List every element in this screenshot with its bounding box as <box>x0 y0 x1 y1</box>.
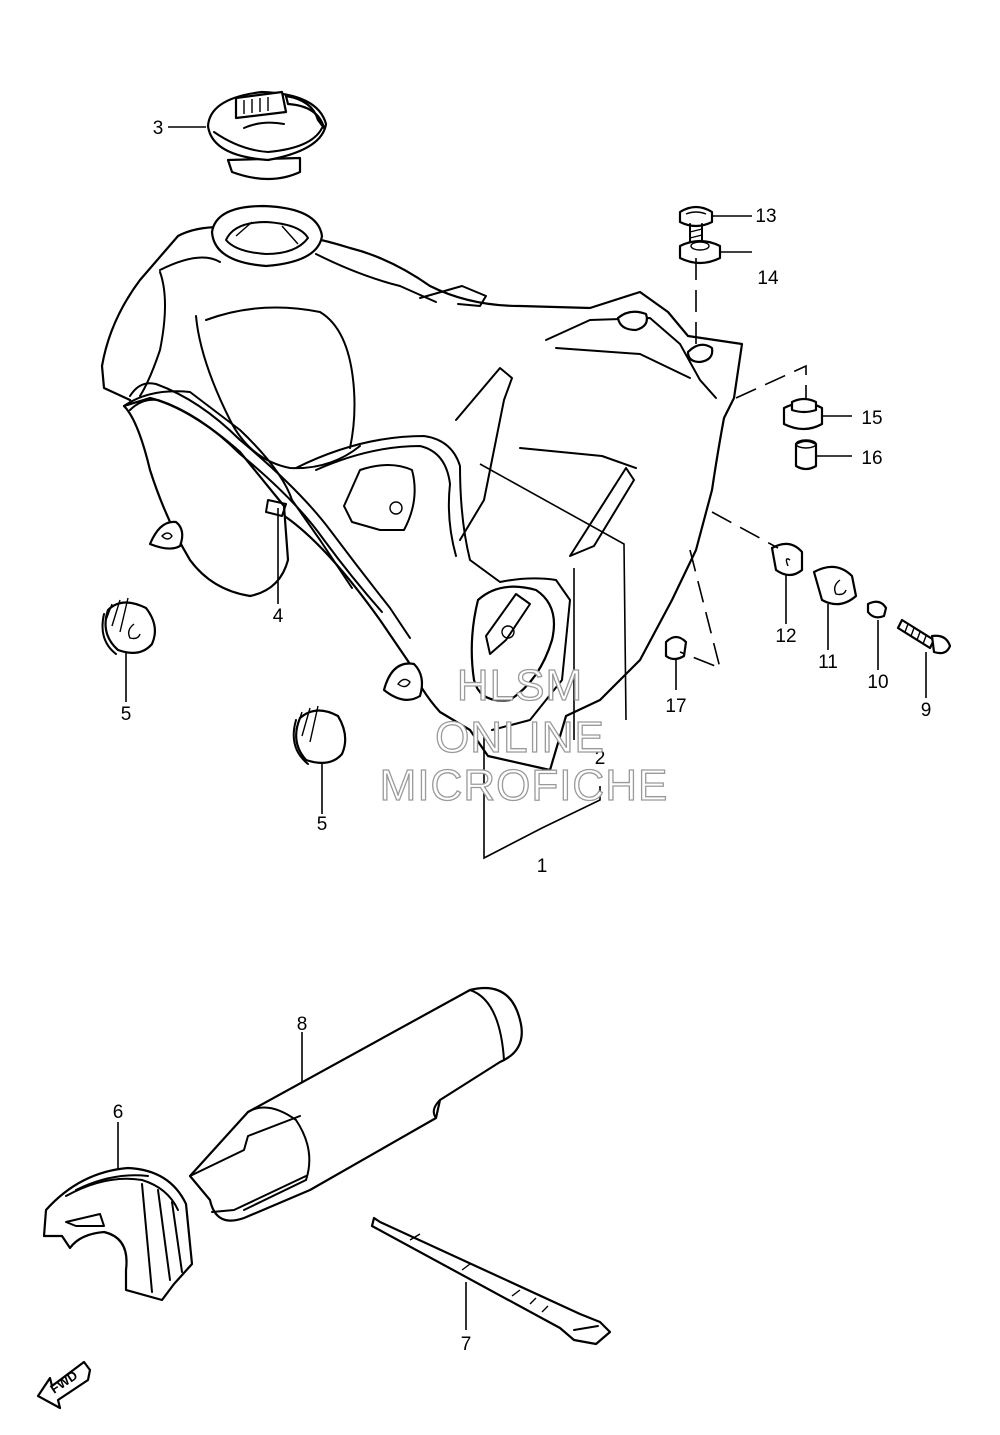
callout-5a: 5 <box>121 704 132 725</box>
alignment-line-cushion <box>735 364 807 400</box>
bracket-1-bottom <box>483 736 601 860</box>
callout-6: 6 <box>113 1102 124 1123</box>
watermark: HLSM ONLINE MICROFICHE <box>379 660 669 810</box>
breather-hose <box>129 382 411 639</box>
cushion-15 <box>782 397 824 431</box>
callout-4: 4 <box>273 606 284 627</box>
fuel-tank <box>100 204 744 772</box>
fuel-cap <box>206 90 328 181</box>
watermark-line-3: MICROFICHE <box>380 761 669 810</box>
watermark-line-2: ONLINE <box>435 713 605 762</box>
callout-1: 1 <box>537 856 548 877</box>
callout-14: 14 <box>757 268 779 289</box>
tank-cushion-front <box>101 597 157 655</box>
grommet-14 <box>678 239 722 265</box>
cable-tie <box>370 1216 612 1346</box>
callout-16: 16 <box>861 448 882 469</box>
callout-13: 13 <box>755 206 776 227</box>
callout-5b: 5 <box>317 814 328 835</box>
cushion-12 <box>770 542 804 577</box>
watermark-line-1: HLSM <box>457 661 583 710</box>
protector-sleeve <box>188 986 523 1222</box>
collar-10 <box>866 600 888 619</box>
cushion-11 <box>812 565 858 606</box>
callout-11: 11 <box>818 652 838 673</box>
callout-8: 8 <box>297 1014 308 1035</box>
callout-17: 17 <box>665 696 686 717</box>
bolt-9 <box>896 618 952 655</box>
alignment-line-side <box>711 511 779 549</box>
callout-10: 10 <box>867 672 888 693</box>
alignment-line-nut <box>679 549 722 670</box>
callout-7: 7 <box>461 1334 472 1355</box>
callout-12: 12 <box>775 626 796 647</box>
callout-9: 9 <box>921 700 932 721</box>
tank-cushion-rear <box>292 705 347 765</box>
callout-3: 3 <box>153 118 164 139</box>
clamp <box>42 1166 194 1302</box>
nut-17 <box>664 635 688 661</box>
callout-2: 2 <box>595 748 606 769</box>
fwd-arrow-icon: FWD <box>36 1360 92 1410</box>
collar-16 <box>794 439 818 471</box>
bracket-1-top <box>479 463 627 721</box>
callout-15: 15 <box>861 408 882 429</box>
